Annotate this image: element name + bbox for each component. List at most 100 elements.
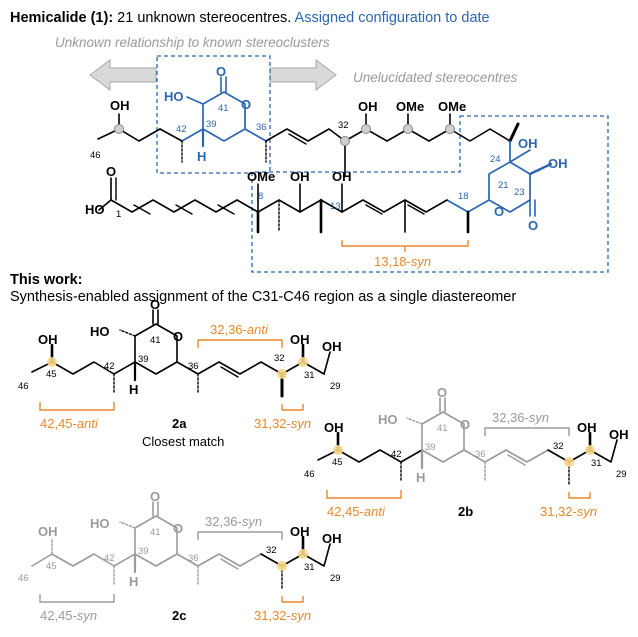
locant: 32 — [266, 545, 277, 556]
compound-2c-highlights — [277, 549, 308, 571]
oh-label: OH — [609, 427, 629, 442]
left-gray-arrow-icon — [89, 59, 157, 91]
carbonyl-o-label: O — [150, 489, 160, 504]
compound-2c-labels: OH HO O O H OH OH 46 45 42 39 41 36 32 3… — [18, 489, 342, 623]
syn-word: syn — [411, 254, 431, 269]
rel-31-32-label: 31,32-syn — [254, 608, 311, 623]
lactone-co-label: O — [528, 218, 538, 233]
ho-label: HO — [378, 412, 398, 427]
title-bold: Hemicalide (1): — [10, 10, 113, 26]
locant: 23 — [514, 187, 525, 198]
ring-o-label: O — [460, 417, 470, 432]
oh-label: OH — [548, 156, 568, 171]
rel-32-36-label: 32,36-anti — [210, 322, 269, 337]
subtitle-right: Unelucidated stereocentres — [353, 70, 518, 85]
hemicalide-structure — [97, 76, 553, 234]
acid-o-label: O — [106, 164, 116, 179]
hemicalide-labels: OH O HO O H OH OMe OMe HO O OMe OH OH O … — [85, 64, 568, 269]
rel-31-32-label: 31,32-syn — [540, 504, 597, 519]
ring-o-label: O — [173, 521, 183, 536]
locant: 13 — [330, 201, 341, 212]
ho-label: HO — [164, 89, 184, 104]
locant: 29 — [616, 469, 627, 480]
locant: 41 — [150, 335, 161, 346]
locant: 41 — [437, 423, 448, 434]
locant: 45 — [332, 457, 343, 468]
locant: 36 — [256, 122, 267, 133]
locant: 31 — [304, 562, 315, 573]
ring-o-label: O — [241, 97, 251, 112]
locant: 46 — [18, 381, 29, 392]
locant: 29 — [330, 573, 341, 584]
locant: 41 — [150, 527, 161, 538]
locant: 36 — [475, 449, 486, 460]
locant: 39 — [425, 442, 436, 453]
locant: 45 — [46, 369, 57, 380]
right-gray-arrow-icon — [269, 59, 337, 91]
locant: 46 — [18, 573, 29, 584]
oh-label: OH — [110, 98, 130, 113]
oh-label: OH — [38, 524, 58, 539]
compound-2a — [31, 309, 331, 398]
compound-2b-labels: OH HO O O H OH OH 46 45 42 39 41 36 32 3… — [304, 385, 629, 519]
acid-ho-label: HO — [85, 202, 105, 217]
oh-label: OH — [290, 332, 310, 347]
locant: 32 — [274, 353, 285, 364]
compound-2c-label: 2c — [172, 608, 186, 623]
locant: 1 — [116, 209, 121, 220]
carbonyl-o-label: O — [437, 385, 447, 400]
compound-2b-highlights — [333, 445, 595, 467]
h-label: H — [129, 574, 138, 589]
oh-label: OH — [358, 99, 378, 114]
ho-label: HO — [90, 516, 110, 531]
h-label: H — [416, 470, 425, 485]
locant: 42 — [104, 553, 115, 564]
carbonyl-o-label: O — [150, 297, 160, 312]
locant: 39 — [206, 119, 217, 130]
compound-2a-caption: Closest match — [142, 434, 224, 449]
compound-2b — [317, 397, 618, 485]
locant: 41 — [218, 103, 229, 114]
compound-2a-label: 2a — [172, 416, 187, 431]
title-rest: 21 unknown stereocentres. — [113, 10, 291, 26]
oh-label: OH — [518, 136, 538, 151]
unknown-stereocentre-dots — [114, 124, 455, 146]
locant: 42 — [391, 449, 402, 460]
rel-42-45-label: 42,45-syn — [40, 608, 97, 623]
oh-label: OH — [290, 169, 310, 184]
rel-32-36-label: 32,36-syn — [492, 410, 549, 425]
oh-label: OH — [577, 420, 597, 435]
locant: 46 — [90, 150, 101, 161]
locant: 36 — [188, 361, 199, 372]
subtitle-left: Unknown relationship to known stereoclus… — [55, 35, 330, 50]
oh-label: OH — [332, 169, 352, 184]
oh-label: OH — [322, 339, 342, 354]
this-work-text: Synthesis-enabled assignment of the C31-… — [10, 289, 516, 305]
locant: 8 — [258, 191, 263, 202]
locant: 45 — [46, 561, 57, 572]
rel-32-36-label: 32,36-syn — [205, 514, 262, 529]
locant: 21 — [498, 180, 509, 191]
compound-2a-highlights — [47, 357, 308, 379]
ring-o-label: O — [173, 329, 183, 344]
oh-label: OH — [38, 332, 58, 347]
compound-2c — [31, 501, 331, 589]
locant: 36 — [188, 553, 199, 564]
locant: 18 — [458, 191, 469, 202]
dashed-box-lactone — [156, 55, 271, 174]
syn-13-18-label: 13,18-syn — [374, 254, 431, 269]
syn-num: 13,18- — [374, 254, 411, 269]
carbonyl-o-label: O — [216, 64, 226, 79]
ome-label: OMe — [438, 99, 466, 114]
locant: 39 — [138, 546, 149, 557]
locant: 31 — [591, 458, 602, 469]
locant: 46 — [304, 469, 315, 480]
locant: 42 — [176, 124, 187, 135]
dashed-box-assigned — [251, 115, 609, 273]
oh-label: OH — [324, 420, 344, 435]
lactone-o-label: O — [494, 204, 504, 219]
locant: 32 — [553, 441, 564, 452]
h-label: H — [129, 382, 138, 397]
rel-31-32-label: 31,32-syn — [254, 416, 311, 431]
